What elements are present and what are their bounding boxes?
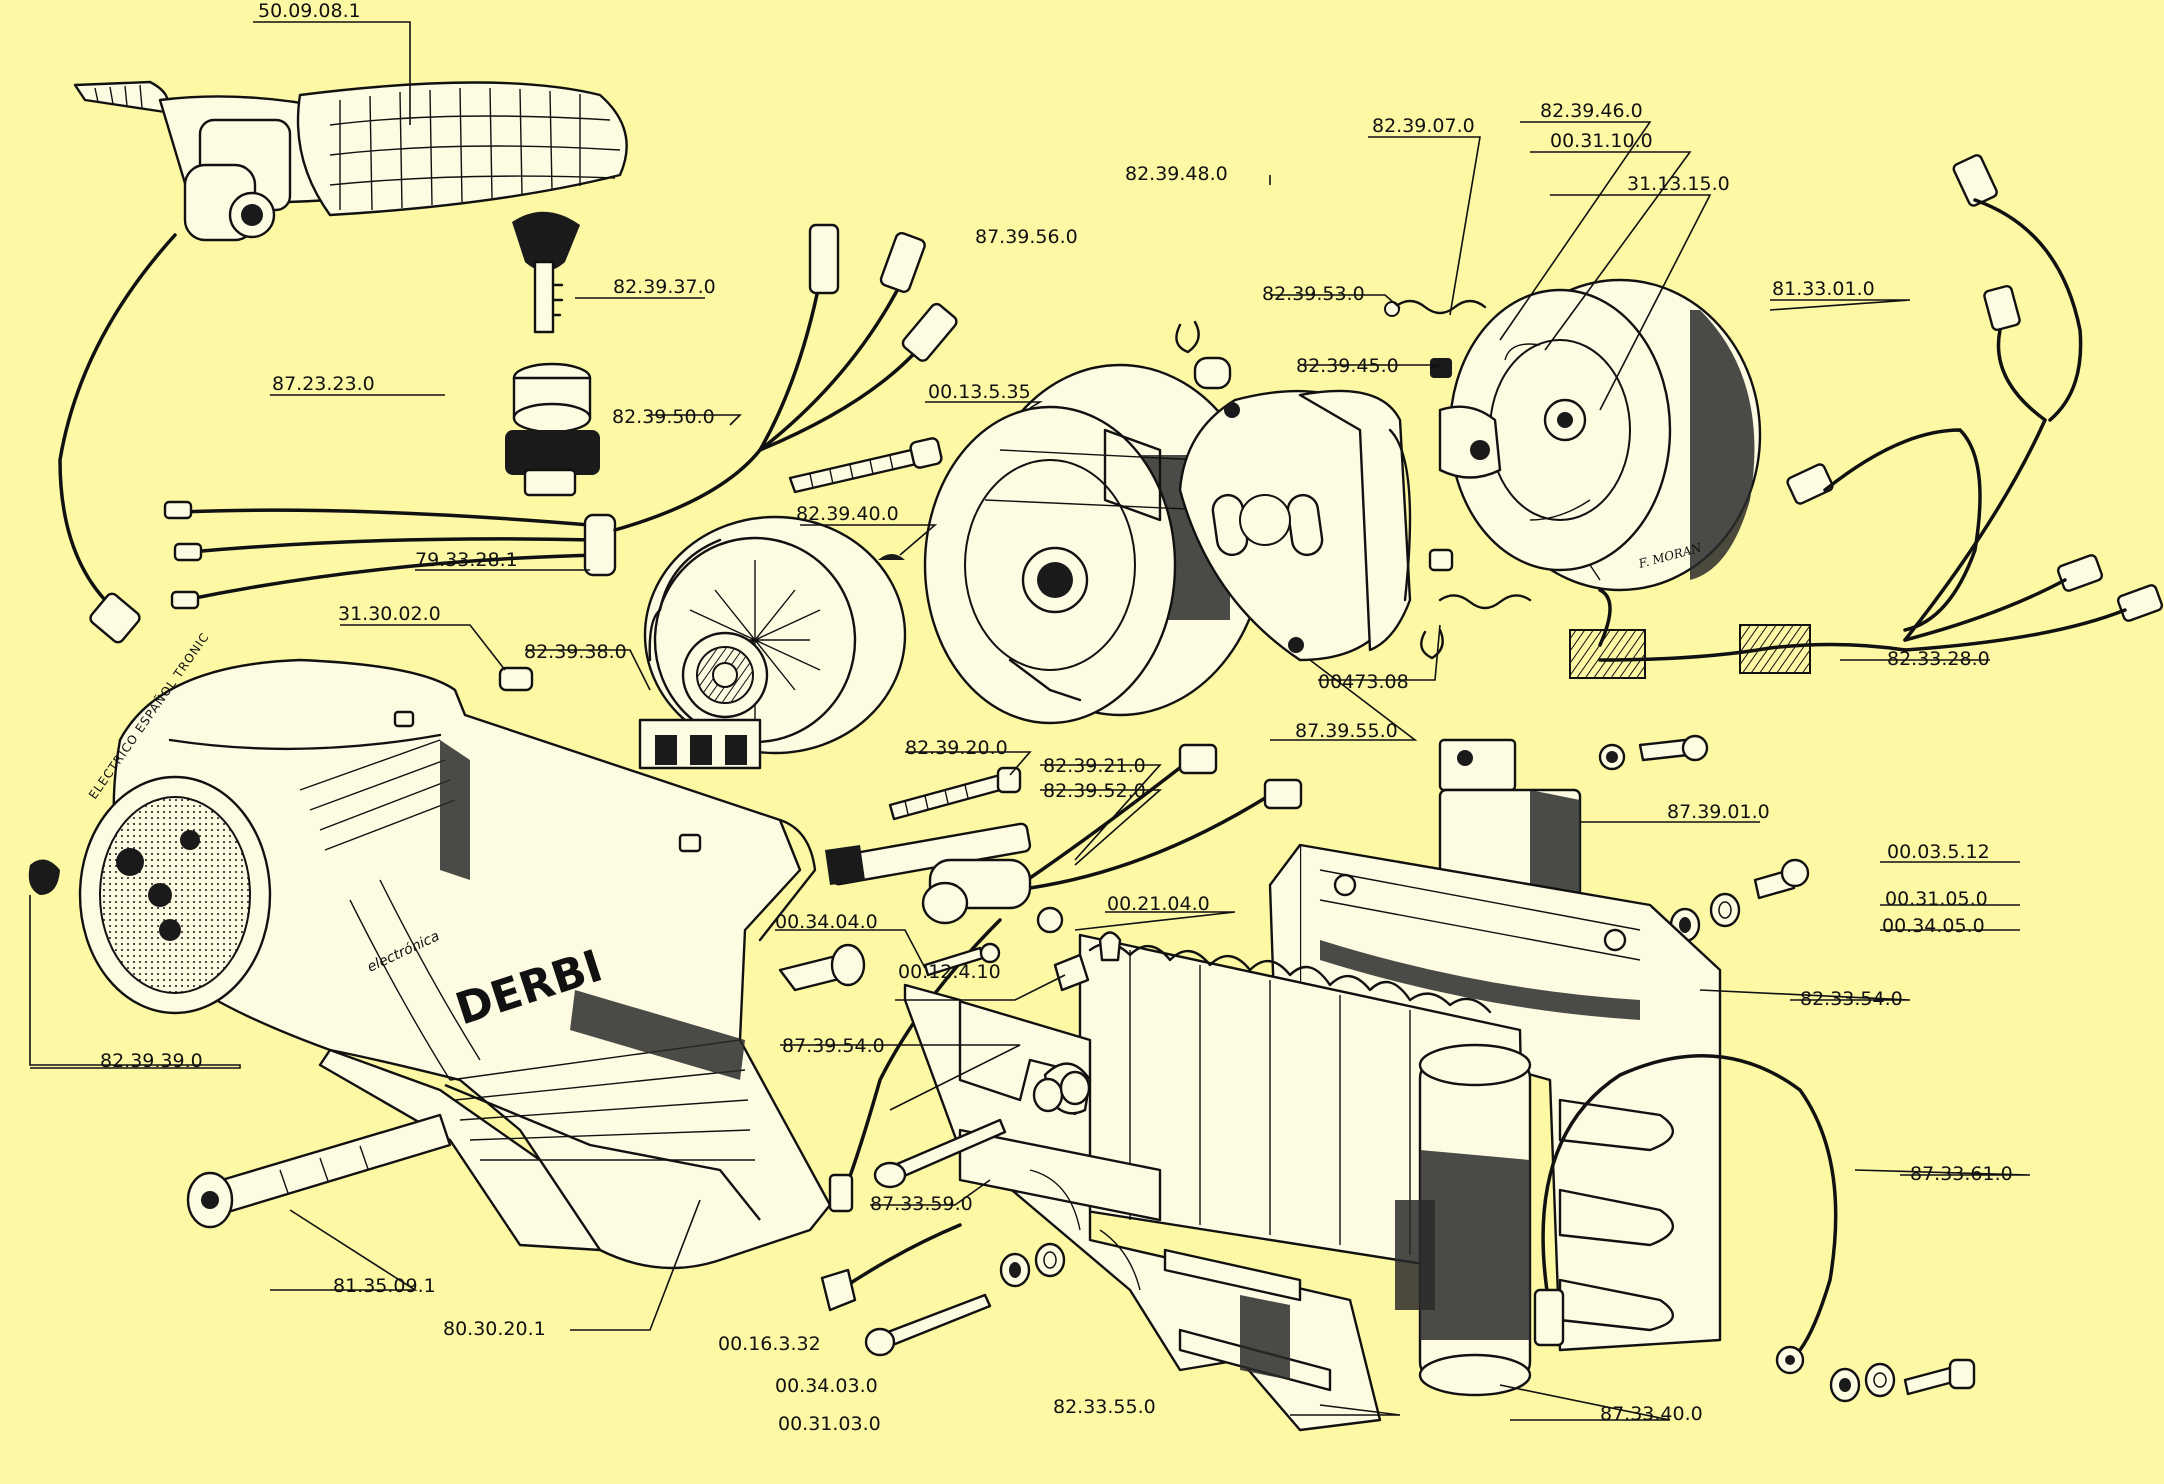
wiring-harness-right (1569, 154, 2164, 679)
wiring-harness-left (58, 223, 958, 644)
part-label-82-39-07-0: 82.39.07.0 (1372, 115, 1475, 137)
part-label-79-33-28-1: 79.33.28.1 (415, 549, 518, 571)
small-hardware (498, 299, 1532, 692)
part-label-82-39-37-0: 82.39.37.0 (613, 276, 716, 298)
part-number-labels: 50.09.08.1 82.39.37.0 87.39.56.0 82.39.0… (100, 0, 2013, 1435)
part-label-82-39-20-0: 82.39.20.0 (905, 737, 1008, 759)
part-label-00-31-05-0: 00.31.05.0 (1885, 888, 1988, 910)
part-label-31-30-02-0: 31.30.02.0 (338, 603, 441, 625)
part-label-82-39-50-0: 82.39.50.0 (612, 406, 715, 428)
part-label-82-39-48-0: 82.39.48.0 (1125, 163, 1228, 185)
part-label-87-33-59-0: 87.33.59.0 (870, 1193, 973, 1215)
part-label-00-03-5-12: 00.03.5.12 (1887, 841, 1990, 863)
part-label-87-33-40-0: 87.33.40.0 (1600, 1403, 1703, 1425)
bottom-screws (820, 931, 1122, 1357)
part-label-82-33-54-0: 82.33.54.0 (1800, 988, 1903, 1010)
part-label-82-39-21-0: 82.39.21.0 (1043, 755, 1146, 777)
part-label-87-39-55-0: 87.39.55.0 (1295, 720, 1398, 742)
part-label-00-13-5-35: 00.13.5.35 (928, 381, 1031, 403)
part-label-00-34-03-0: 00.34.03.0 (775, 1375, 878, 1397)
part-label-82-39-45-0: 82.39.45.0 (1296, 355, 1399, 377)
shaft-rod (186, 1113, 452, 1229)
part-label-81-35-09-1: 81.35.09.1 (333, 1275, 436, 1297)
part-label-87-23-23-0: 87.23.23.0 (272, 373, 375, 395)
woodruff-key (878, 554, 905, 560)
part-label-87-39-01-0: 87.39.01.0 (1667, 801, 1770, 823)
part-label-80-30-20-1: 80.30.20.1 (443, 1318, 546, 1340)
stator-assembly (638, 515, 907, 770)
part-label-87-39-56-0: 87.39.56.0 (975, 226, 1078, 248)
part-label-00-12-4-10: 00.12.4.10 (898, 961, 1001, 983)
part-label-82-39-52-0: 82.39.52.0 (1043, 780, 1146, 802)
right-screws-washers (1669, 858, 1810, 943)
ignition-switch (505, 362, 600, 497)
part-label-82-33-28-0: 82.33.28.0 (1887, 648, 1990, 670)
battery-tray (903, 983, 1382, 1432)
part-label-00-34-05-0: 00.34.05.0 (1882, 915, 1985, 937)
part-label-82-39-40-0: 82.39.40.0 (796, 503, 899, 525)
part-label-00-34-04-0: 00.34.04.0 (775, 911, 878, 933)
rear-cover (1438, 278, 1762, 592)
part-label-82-39-46-0: 82.39.46.0 (1540, 100, 1643, 122)
part-label-82-39-53-0: 82.39.53.0 (1262, 283, 1365, 305)
part-label-00473-08: 00473.08 (1318, 671, 1409, 693)
part-label-00-31-03-0: 00.31.03.0 (778, 1413, 881, 1435)
stator-bolt (888, 766, 1022, 821)
long-bolt (788, 437, 943, 494)
part-label-82-39-38-0: 82.39.38.0 (524, 641, 627, 663)
part-label-82-33-55-0: 82.33.55.0 (1053, 1396, 1156, 1418)
ignition-key (512, 211, 580, 334)
part-label-87-39-54-0: 87.39.54.0 (782, 1035, 885, 1057)
earth-strap (1533, 1054, 1976, 1403)
part-label-31-13-15-0: 31.13.15.0 (1627, 173, 1730, 195)
leader-lines (29, 21, 2031, 1421)
part-label-00-16-3-32: 00.16.3.32 (718, 1333, 821, 1355)
stator-plate (1178, 389, 1412, 662)
part-label-81-33-01-0: 81.33.01.0 (1772, 278, 1875, 300)
condenser-leads (825, 743, 1303, 1213)
part-label-87-33-61-0: 87.33.61.0 (1910, 1163, 2013, 1185)
throttle-grip (73, 80, 628, 242)
part-label-50-09-08-1: 50.09.08.1 (258, 0, 361, 22)
part-label-82-39-39-0: 82.39.39.0 (100, 1050, 203, 1072)
coupling-pin (778, 943, 866, 992)
part-label-00-31-10-0: 00.31.10.0 (1550, 130, 1653, 152)
part-label-00-21-04-0: 00.21.04.0 (1107, 893, 1210, 915)
engine-cover (28, 658, 832, 1270)
